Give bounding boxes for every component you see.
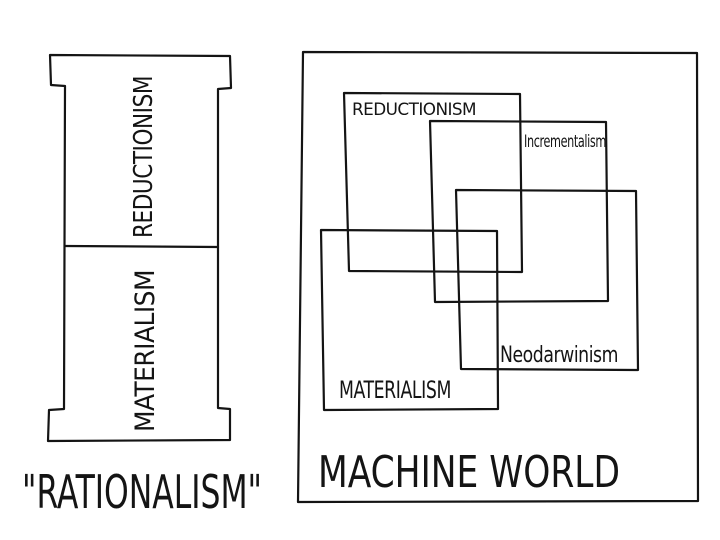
incrementalism-box-label: Incrementalism [524, 132, 606, 152]
rationalism-caption: "RATIONALISM" [22, 465, 262, 519]
rationalism-pillar [46, 53, 233, 443]
reductionism-box [342, 91, 524, 274]
neodarwinism-box-label: Neodarwinism [500, 343, 618, 368]
pillar-divider [63, 244, 220, 249]
pillar-top-label: REDUCTIONISM [129, 76, 159, 238]
machine-world-frame [296, 50, 700, 504]
overlapping-boxes [319, 91, 640, 412]
pillar-outline [46, 53, 233, 443]
incrementalism-box [428, 119, 610, 304]
reductionism-box-label: REDUCTIONISM [352, 100, 476, 120]
neodarwinism-box [454, 188, 640, 372]
materialism-box-label: MATERIALISM [339, 376, 451, 404]
pillar-bottom-label: MATERIALISM [130, 270, 161, 432]
machine-world-title: MACHINE WORLD [318, 447, 620, 498]
materialism-box [319, 228, 500, 412]
